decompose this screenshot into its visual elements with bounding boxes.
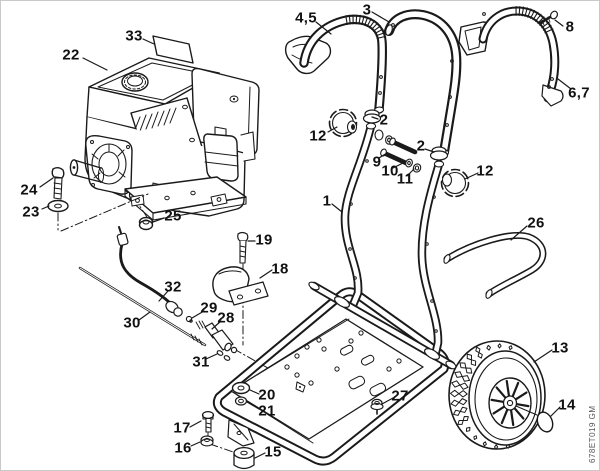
clip-29 xyxy=(185,315,193,323)
engine-bolt-24 xyxy=(51,167,65,200)
model-label-plate xyxy=(152,35,194,64)
axle-tube xyxy=(308,281,457,370)
frame-upright-left xyxy=(340,121,377,310)
handle-screw-8 xyxy=(538,10,559,26)
engine-washer-23 xyxy=(47,199,69,213)
pins-31 xyxy=(216,350,231,361)
foot-washer-16 xyxy=(200,435,214,447)
bracket-bolt-19 xyxy=(237,231,249,264)
handle-right xyxy=(458,6,564,107)
throttle-rod-30 xyxy=(78,266,207,347)
hubcap xyxy=(536,411,554,433)
wheel xyxy=(448,340,546,450)
cable-bracket-18 xyxy=(212,266,269,306)
handle-grip-front xyxy=(284,14,388,114)
hose-hook xyxy=(443,232,547,299)
clamp-knob-left xyxy=(328,108,358,138)
rubber-foot-15 xyxy=(233,446,255,470)
clamp-knob-right xyxy=(440,168,470,198)
grip-texture-ticks xyxy=(345,6,554,39)
tube-cap-left xyxy=(362,109,382,124)
tube-cap-right xyxy=(429,146,449,161)
deck-plate xyxy=(230,318,424,444)
foot-bolt-17 xyxy=(201,411,215,433)
throttle-cable-32 xyxy=(116,226,183,317)
wheel-spokes xyxy=(490,379,530,427)
figure-code: 678ET019 GM xyxy=(588,405,597,463)
cable-fitting-28 xyxy=(195,320,238,354)
leader-lines xyxy=(39,11,572,459)
tire-tread-pattern xyxy=(449,343,513,450)
deck-nut-27 xyxy=(370,398,384,415)
assembly-centerlines xyxy=(57,193,299,455)
handle-bolt-set xyxy=(374,129,422,173)
engine-nut-25 xyxy=(138,216,154,231)
frame-upright-right xyxy=(417,159,445,361)
foot-bracket xyxy=(227,419,255,447)
frame-handle-tube-3 xyxy=(384,9,462,157)
deck-nut-21 xyxy=(234,396,248,406)
engine-assembly xyxy=(69,57,260,221)
deck-washer-20 xyxy=(231,381,251,395)
